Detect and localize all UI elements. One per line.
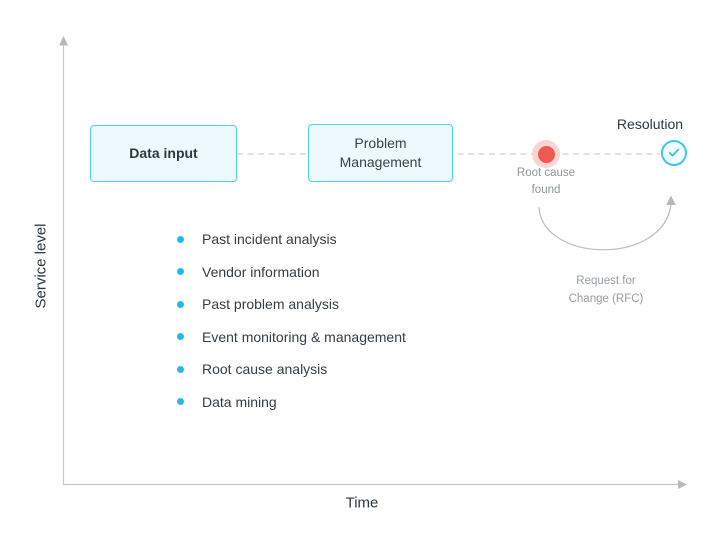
root-cause-label-line1: Root cause <box>516 167 576 179</box>
checklist-item: Data mining <box>177 392 406 412</box>
bullet-icon <box>177 235 184 243</box>
checklist-item: Event monitoring & management <box>177 327 406 347</box>
node-problem-management: Problem Management <box>308 124 453 182</box>
checklist-item-label: Past problem analysis <box>202 296 339 312</box>
rfc-label: Request for Change (RFC) <box>569 273 644 308</box>
checklist-item-label: Vendor information <box>202 263 320 280</box>
root-cause-dot-inner <box>537 145 555 163</box>
x-axis-arrowhead-icon <box>678 480 687 489</box>
bullet-icon <box>177 365 184 373</box>
y-axis-arrowhead-icon <box>59 36 68 46</box>
check-icon <box>668 148 680 157</box>
node-problem-management-label-line1: Problem <box>354 135 407 151</box>
data-input-checklist: Past incident analysis Vendor informatio… <box>177 229 406 424</box>
y-axis-label: Service level <box>32 223 50 309</box>
x-axis-label: Time <box>345 494 379 512</box>
checklist-item: Vendor information <box>177 262 406 282</box>
node-data-input-label: Data input <box>129 145 198 161</box>
root-cause-label: Root cause found <box>517 165 575 199</box>
checklist-item: Past problem analysis <box>177 294 406 314</box>
checklist-item-label: Event monitoring & management <box>202 328 406 345</box>
bullet-icon <box>177 333 184 340</box>
resolution-label: Resolution <box>616 116 684 132</box>
rfc-label-line1: Request for <box>576 275 636 287</box>
root-cause-dot-icon <box>532 140 560 168</box>
rfc-label-line2: Change (RFC) <box>568 292 644 305</box>
root-cause-label-line2: found <box>531 184 561 196</box>
bullet-icon <box>177 300 184 308</box>
checklist-item-label: Root cause analysis <box>202 361 328 377</box>
node-problem-management-label-line2: Management <box>339 154 422 170</box>
rfc-arrowhead-icon <box>666 195 676 205</box>
node-data-input: Data input <box>90 125 237 182</box>
checklist-item: Root cause analysis <box>177 359 406 379</box>
bullet-icon <box>177 398 184 405</box>
rfc-arc-arrow <box>538 203 672 251</box>
checklist-item: Past incident analysis <box>177 229 406 249</box>
checklist-item-label: Data mining <box>202 393 277 410</box>
checklist-item-label: Past incident analysis <box>202 231 337 247</box>
bullet-icon <box>177 268 184 275</box>
resolution-milestone <box>661 140 687 166</box>
